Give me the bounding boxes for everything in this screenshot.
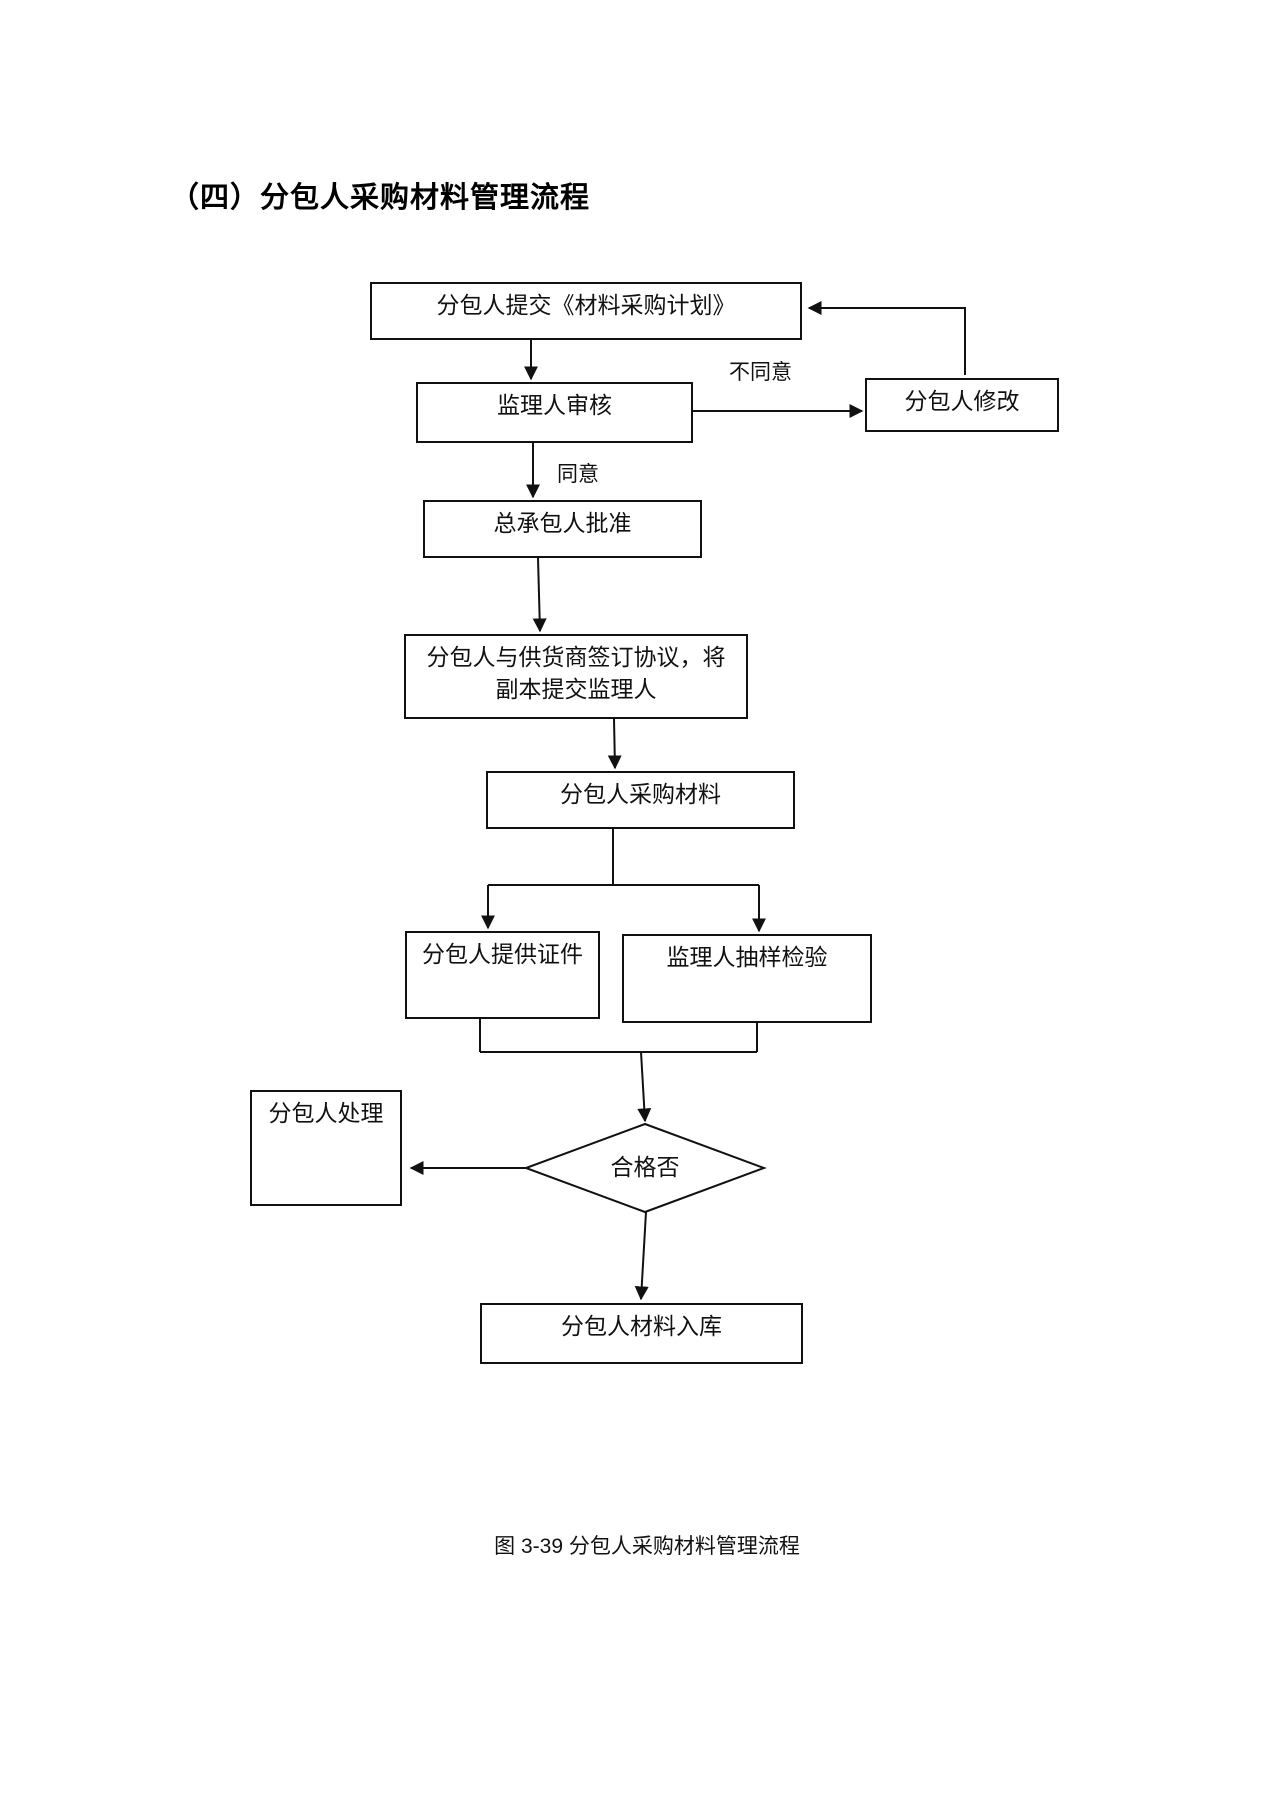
- node-procure-materials: 分包人采购材料: [486, 771, 795, 829]
- decision-label: 合格否: [610, 1154, 680, 1180]
- node-materials-warehouse: 分包人材料入库: [480, 1303, 803, 1364]
- node-sampling-inspection: 监理人抽样检验: [622, 934, 872, 1023]
- edge-label-disagree: 不同意: [727, 361, 794, 385]
- node-provide-certificates: 分包人提供证件: [405, 931, 600, 1019]
- node-subcontractor-revise: 分包人修改: [865, 378, 1059, 432]
- node-submit-plan: 分包人提交《材料采购计划》: [370, 282, 802, 340]
- node-sign-agreement: 分包人与供货商签订协议，将 副本提交监理人: [404, 634, 748, 719]
- edge-merge-bar: [479, 1019, 758, 1053]
- figure-caption: 图 3-39 分包人采购材料管理流程: [494, 1535, 800, 1558]
- edge-label-agree: 同意: [555, 463, 601, 487]
- edge-decision-to-warehouse: [634, 1211, 649, 1301]
- edge-merge-to-decision: [637, 1051, 652, 1123]
- edge-procure-branch-bar: [488, 829, 759, 886]
- edge-approve-to-agreement: [532, 557, 547, 633]
- node-subcontractor-handle: 分包人处理: [250, 1090, 402, 1206]
- node-supervisor-review: 监理人审核: [416, 382, 693, 443]
- edge-agreement-to-procure: [607, 718, 622, 770]
- edge-revise-to-submit: [807, 301, 966, 375]
- node-contractor-approve: 总承包人批准: [423, 500, 702, 558]
- section-heading: （四）分包人采购材料管理流程: [170, 182, 591, 214]
